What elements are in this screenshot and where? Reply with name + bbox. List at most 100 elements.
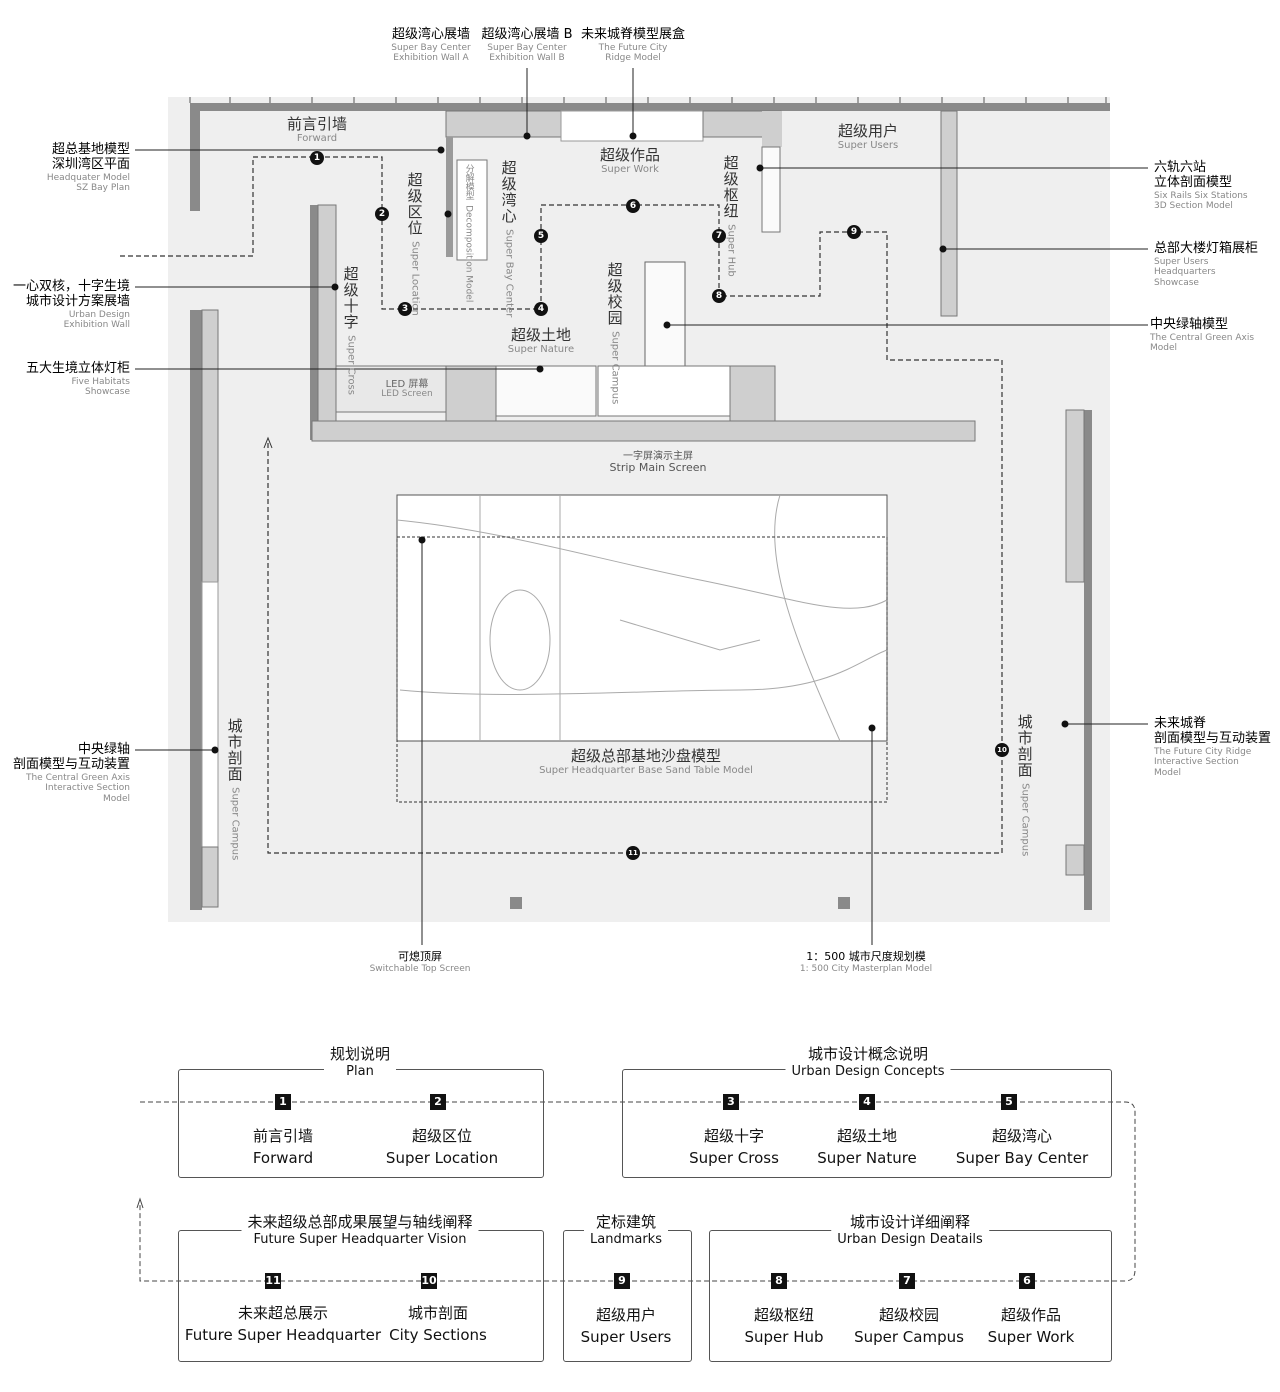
legend-number: 5: [1001, 1094, 1017, 1110]
route-marker-10: 10: [995, 743, 1009, 757]
route-marker-1: 1: [310, 151, 324, 165]
label-en: SZ Bay Plan: [76, 183, 130, 194]
top-wall-ticks: [189, 97, 1107, 103]
legend-item-super-work: 超级作品 Super Work: [988, 1304, 1075, 1346]
label-en: Exhibition Wall A: [393, 53, 469, 64]
legend-item-cn: 超级校园: [878, 1306, 939, 1324]
top-wall: [190, 103, 1110, 111]
zone-en: Super Nature: [507, 343, 575, 355]
label-en: Model: [1150, 343, 1178, 354]
route-marker-7: 7: [712, 229, 726, 243]
legend-title-en: Future Super Headquarter Vision: [253, 1232, 467, 1247]
legend-item-super-hub: 超级枢纽 Super Hub: [744, 1304, 823, 1346]
legend-number: 7: [899, 1273, 915, 1289]
legend-item-en: Super Work: [987, 1328, 1075, 1346]
label-en: Interactive Section: [45, 783, 130, 794]
label-en: Headquater Model: [46, 172, 130, 183]
legend-item-cn: 超级作品: [1000, 1306, 1062, 1324]
legend-number: 8: [771, 1273, 787, 1289]
label-en: Urban Design: [68, 309, 130, 320]
label-cn: 五大生境立体灯柜: [25, 361, 130, 376]
label-en: Model: [1154, 767, 1182, 778]
label-en: Showcase: [1154, 277, 1199, 288]
zone-en: Super Bay Center: [503, 229, 515, 318]
label-cn: 城市设计方案展墙: [25, 293, 130, 309]
zone-super-hub: 超级枢纽 Super Hub: [722, 155, 740, 277]
legend-title-cn: 定标建筑: [595, 1213, 657, 1231]
zone-en: Super Cross: [345, 335, 357, 395]
route-marker-2: 2: [375, 207, 389, 221]
zone-en: Strip Main Screen: [609, 461, 707, 474]
label-en: The Central Green Axis: [1150, 332, 1255, 343]
route-marker-11: 11: [626, 846, 640, 860]
label-bay-wall-a: 超级湾心展墙 Super Bay Center Exhibition Wall …: [391, 27, 471, 64]
legend-number: 3: [723, 1094, 739, 1110]
zone-cn: LED 屏幕: [385, 379, 429, 390]
zone-decomposition-model: 分解模型 Decomposition Model: [460, 164, 478, 302]
zone-cn: 超级用户: [837, 122, 899, 140]
zone-en: Super Campus: [609, 331, 621, 405]
label-hq-showcase: 总部大楼灯箱展柜 Super Users Headquarters Showca…: [1154, 241, 1258, 288]
legend-item-cn: 超级土地: [836, 1127, 897, 1145]
zone-en: Super Headquarter Base Sand Table Model: [539, 764, 753, 776]
label-cn: 超总基地模型: [51, 142, 130, 157]
label-cn: 剖面模型与互动装置: [1154, 730, 1272, 746]
zone-cn: 前言引墙: [286, 115, 348, 133]
zone-city-section-left: 城市剖面 Super Campus: [226, 718, 244, 860]
zone-cn: 超级湾心: [499, 160, 518, 224]
zone-city-section-right: 城市剖面 Super Campus: [1016, 714, 1034, 856]
legend-item-cn: 超级枢纽: [753, 1306, 814, 1324]
zone-cn: 超级十字: [341, 266, 360, 330]
zone-super-cross: 超级十字 Super Cross: [342, 266, 360, 395]
zone-cn: 超级枢纽: [721, 155, 740, 219]
label-cn: 超级湾心展墙: [391, 27, 470, 42]
label-en: Super Bay Center: [487, 42, 567, 53]
legend-item-cn: 城市剖面: [407, 1304, 468, 1322]
legend-item-en: Forward: [252, 1149, 314, 1167]
legend-item-en: Super Hub: [744, 1328, 824, 1346]
route-marker-3: 3: [398, 302, 412, 316]
label-en: Exhibition Wall: [63, 320, 130, 331]
label-en: The Central Green Axis: [25, 772, 130, 783]
zone-super-bay-center: 超级湾心 Super Bay Center: [500, 160, 518, 317]
label-cn: 剖面模型与互动装置: [12, 756, 130, 772]
legend-item-cn: 超级区位: [411, 1127, 472, 1145]
label-en: Model: [102, 793, 130, 804]
label-en: The Future City Ridge: [1154, 746, 1252, 757]
zone-en: Super Hub: [725, 224, 737, 277]
legend-item-en: Super Users: [580, 1328, 672, 1346]
label-en: 3D Section Model: [1154, 201, 1233, 212]
legend-number: 4: [859, 1094, 875, 1110]
route-marker-4: 4: [534, 302, 548, 316]
legend-title-cn: 城市设计概念说明: [807, 1045, 929, 1063]
zone-cn: 超级作品: [599, 146, 661, 164]
label-city-ridge: 未来城脊模型展盒 The Future City Ridge Model: [581, 27, 685, 64]
label-en: Super Bay Center: [391, 42, 471, 53]
legend-item-en: Super Campus: [854, 1328, 964, 1346]
zone-en: Super Work: [601, 163, 659, 175]
zone-super-campus: 超级校园 Super Campus: [606, 262, 624, 404]
legend-title-en: Landmarks: [590, 1232, 662, 1247]
zone-super-location: 超级区位 Super Location: [406, 172, 424, 316]
legend-item-cn: 超级十字: [703, 1127, 764, 1145]
legend-item-cn: 未来超总展示: [237, 1304, 329, 1322]
zone-cn: 超级土地: [510, 326, 572, 344]
zone-en: Forward: [296, 132, 338, 144]
label-en: Switchable Top Screen: [369, 963, 471, 974]
zone-en: Super Campus: [229, 787, 241, 861]
label-masterplan-model: 1：500 城市尺度规划模 1: 500 City Masterplan Mod…: [800, 950, 932, 974]
label-cn: 中央绿轴: [77, 742, 130, 757]
